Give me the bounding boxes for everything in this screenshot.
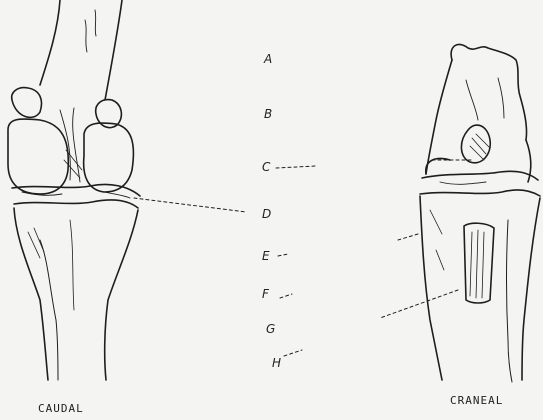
label-a: A: [264, 52, 272, 66]
view-title-craneal: CRANEAL: [450, 394, 503, 407]
label-d: D: [262, 207, 271, 221]
label-g: G: [266, 322, 275, 336]
caudal-knee-drawing: [8, 0, 140, 380]
label-h: H: [272, 356, 281, 370]
label-c: C: [262, 160, 270, 174]
label-b: B: [264, 107, 272, 121]
view-title-caudal: CAUDAL: [38, 402, 84, 415]
label-e: E: [262, 249, 270, 263]
label-f: F: [262, 287, 269, 301]
craneal-knee-drawing: [420, 44, 540, 382]
